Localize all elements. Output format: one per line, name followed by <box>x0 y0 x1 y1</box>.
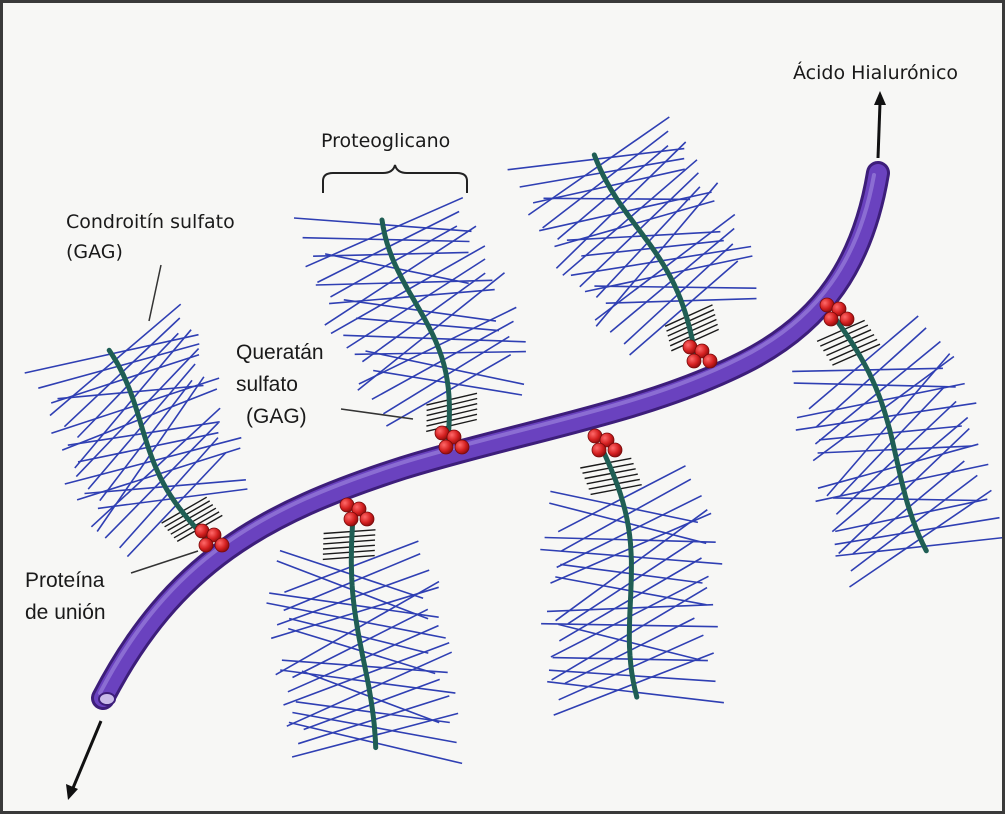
arrow-bottom <box>66 721 101 800</box>
link-protein-bead <box>344 512 358 526</box>
link-protein <box>195 524 229 552</box>
keratan-sulfate-chains <box>817 320 880 365</box>
link-protein-label-line2: de unión <box>25 601 106 624</box>
link-protein <box>435 426 469 454</box>
proteoglycan-unit-6 <box>792 298 1002 587</box>
link-protein-bead <box>592 443 606 457</box>
proteoglycan-unit-4 <box>540 429 724 715</box>
keratan-chain <box>427 404 478 416</box>
link-protein-bead <box>608 443 622 457</box>
proteoglycan-unit-5 <box>508 117 757 368</box>
hyaluronic-acid-label: Ácido Hialurónico <box>793 61 958 84</box>
chondroitin-sulfate-chains <box>294 198 526 426</box>
proteoglycan-label: Proteoglicano <box>321 130 450 152</box>
proteoglycan-aggregate-diagram: Ácido Hialurónico Proteoglicano Condroit… <box>3 3 1002 811</box>
proteoglycan-unit-1 <box>25 304 248 556</box>
keratan-chain <box>323 540 375 544</box>
keratan-chain <box>323 556 375 560</box>
chondroitin-label-line1: Condroitín sulfato <box>66 211 235 233</box>
link-protein-bead <box>703 354 717 368</box>
link-protein-bead <box>215 538 229 552</box>
link-protein-label-line1: Proteína <box>25 569 105 592</box>
keratan-chain <box>427 399 478 411</box>
link-protein-bead <box>439 440 453 454</box>
keratan-chain <box>324 530 376 534</box>
link-protein-bead <box>840 312 854 326</box>
link-protein <box>820 298 854 326</box>
link-protein-bead <box>455 440 469 454</box>
chondroitin-sulfate-chains <box>508 117 757 355</box>
keratan-chain <box>323 545 375 549</box>
keratan-chain <box>162 497 207 523</box>
link-protein <box>683 340 717 368</box>
keratan-label-line1: Queratán <box>236 341 324 364</box>
arrow-top <box>874 91 886 158</box>
link-protein <box>588 429 622 457</box>
proteoglycan-unit-3 <box>294 198 526 454</box>
chondroitin-leader-line <box>149 265 161 321</box>
keratan-leader-line <box>341 409 413 419</box>
keratan-label-line2: sulfato <box>236 373 298 396</box>
keratan-chain <box>427 409 478 421</box>
link-protein <box>340 498 374 526</box>
keratan-chain <box>323 535 375 539</box>
chondroitin-label-line2: (GAG) <box>66 241 123 263</box>
keratan-chain <box>323 550 375 554</box>
link-protein-bead <box>360 512 374 526</box>
proteoglycan-bracket <box>323 165 467 193</box>
chondroitin-sulfate-chains <box>25 304 248 556</box>
link-protein-bead <box>199 538 213 552</box>
link-protein-bead <box>824 312 838 326</box>
core-protein <box>351 515 375 748</box>
keratan-chain <box>165 501 210 527</box>
link-protein-bead <box>687 354 701 368</box>
proteoglycan-unit-2 <box>267 498 463 763</box>
keratan-label-line3: (GAG) <box>246 405 307 428</box>
